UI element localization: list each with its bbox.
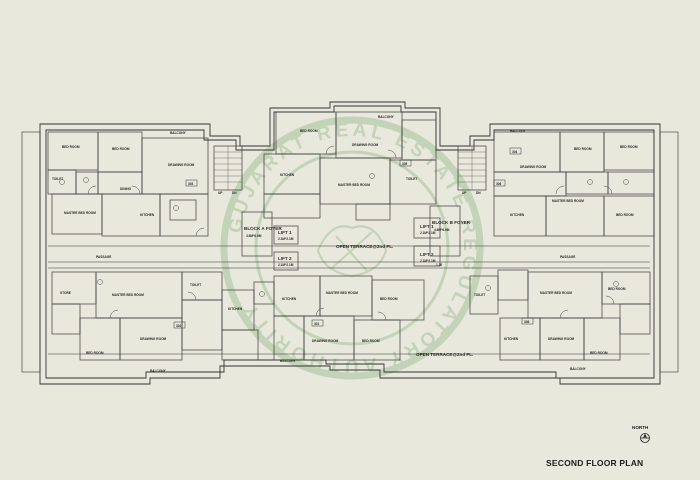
lift-2-size-b: 2.1M*2.1M — [420, 259, 436, 263]
room-label: BED ROOM — [86, 351, 104, 355]
room-label: TOILET — [190, 283, 201, 287]
room-label: KITCHEN — [510, 213, 525, 217]
terrace-label-bottom: OPEN TERRACE@2nd FL. — [416, 352, 473, 357]
room-label: MASTER BED ROOM — [64, 211, 96, 215]
lift-1-label: LIFT 1 — [278, 230, 292, 235]
room-label: BALCONY — [150, 369, 167, 373]
unit-number-305: 305 — [402, 162, 408, 166]
lift-1-label-b: LIFT 1 — [420, 224, 434, 229]
room-label: STORE — [60, 291, 71, 295]
room-labels: BED ROOM BED ROOM BALCONY DRAWING ROOM D… — [52, 115, 638, 373]
room-label: BALCONY — [570, 367, 587, 371]
block-a-foyer-label: BLOCK A FOYER — [244, 226, 282, 231]
stair-treads — [214, 146, 486, 190]
room-label: BED ROOM — [620, 145, 638, 149]
lift-2-label-b: LIFT 2 — [420, 252, 434, 257]
unit-number-308: 308 — [524, 320, 530, 324]
north-label: NORTH — [632, 425, 649, 430]
sanitary-fixtures — [59, 173, 629, 297]
block-b-foyer-label: BLOCK B FOYER — [432, 220, 471, 225]
stair-label: DN — [232, 191, 237, 195]
unit-number-304: 304 — [512, 150, 518, 154]
room-label: MASTER BED ROOM — [112, 293, 144, 297]
room-label: BED ROOM — [608, 287, 626, 291]
room-label: TOILET — [474, 293, 485, 297]
lift-1-size: 2.1M*2.1M — [278, 237, 294, 241]
room-label: TOILET — [406, 177, 417, 181]
building-outline — [21, 101, 679, 385]
room-label: BED ROOM — [574, 147, 592, 151]
room-label: MASTER BED ROOM — [540, 291, 572, 295]
room-label: BALCONY — [510, 129, 527, 133]
unit-number-306: 306 — [496, 182, 502, 186]
room-label: KITCHEN — [228, 307, 243, 311]
room-label: DRAWING ROOM — [312, 339, 339, 343]
room-label: KITCHEN — [504, 337, 519, 341]
room-label: DRAWING ROOM — [140, 337, 167, 341]
core-labels: BLOCK A FOYER 4.6M*6.6M BLOCK B FOYER 4.… — [244, 220, 473, 357]
room-label: KITCHEN — [282, 297, 297, 301]
unit-number-303: 303 — [188, 182, 194, 186]
room-label: BED ROOM — [590, 351, 608, 355]
plan-title: SECOND FLOOR PLAN — [546, 458, 644, 468]
room-label: PASSAGE — [96, 255, 111, 259]
stair-label: DN — [476, 191, 481, 195]
room-label: BALCONY — [170, 131, 187, 135]
stair-label: UP — [218, 191, 223, 195]
room-label: DRAWING ROOM — [548, 337, 575, 341]
room-label: BED ROOM — [616, 213, 634, 217]
lift-1-size-b: 2.1M*2.1M — [420, 231, 436, 235]
stair-label: UP — [462, 191, 467, 195]
unit-numbers: 303 304 305 306 301 302 308 — [173, 147, 534, 329]
room-label: KITCHEN — [140, 213, 155, 217]
room-label: BED ROOM — [300, 129, 318, 133]
room-label: MASTER BED ROOM — [338, 183, 370, 187]
room-label: DRAWING ROOM — [168, 163, 195, 167]
block-b-foyer-size: 4.6M*6.6M — [434, 228, 450, 232]
room-label: BED ROOM — [62, 145, 80, 149]
door-swings — [87, 145, 615, 321]
room-label: DINING — [120, 187, 132, 191]
room-partitions — [47, 111, 655, 361]
watermark-emblem — [316, 225, 388, 278]
level-mark: 1.20 — [436, 263, 442, 267]
room-label: KITCHEN — [280, 173, 295, 177]
room-label: PASSAGE — [560, 255, 575, 259]
compass-north-icon — [640, 433, 650, 443]
room-label: BALCONY — [378, 115, 395, 119]
room-label: BALCONY — [280, 359, 297, 363]
lift-2-label: LIFT 2 — [278, 256, 292, 261]
block-a-foyer-size: 4.6M*6.6M — [246, 234, 262, 238]
terrace-label-center: OPEN TERRACE@2nd FL. — [336, 244, 393, 249]
room-label: BED ROOM — [380, 297, 398, 301]
room-label: DRAWING ROOM — [352, 143, 379, 147]
lift-2-size: 2.1M*2.1M — [278, 263, 294, 267]
unit-number-301: 301 — [314, 322, 320, 326]
room-label: MASTER BED ROOM — [552, 199, 584, 203]
unit-number-302: 302 — [176, 324, 182, 328]
room-label: TOILET — [52, 177, 63, 181]
room-label: BED ROOM — [362, 339, 380, 343]
room-label: DRAWING ROOM — [520, 165, 547, 169]
room-label: MASTER BED ROOM — [326, 291, 358, 295]
room-label: BED ROOM — [112, 147, 130, 151]
